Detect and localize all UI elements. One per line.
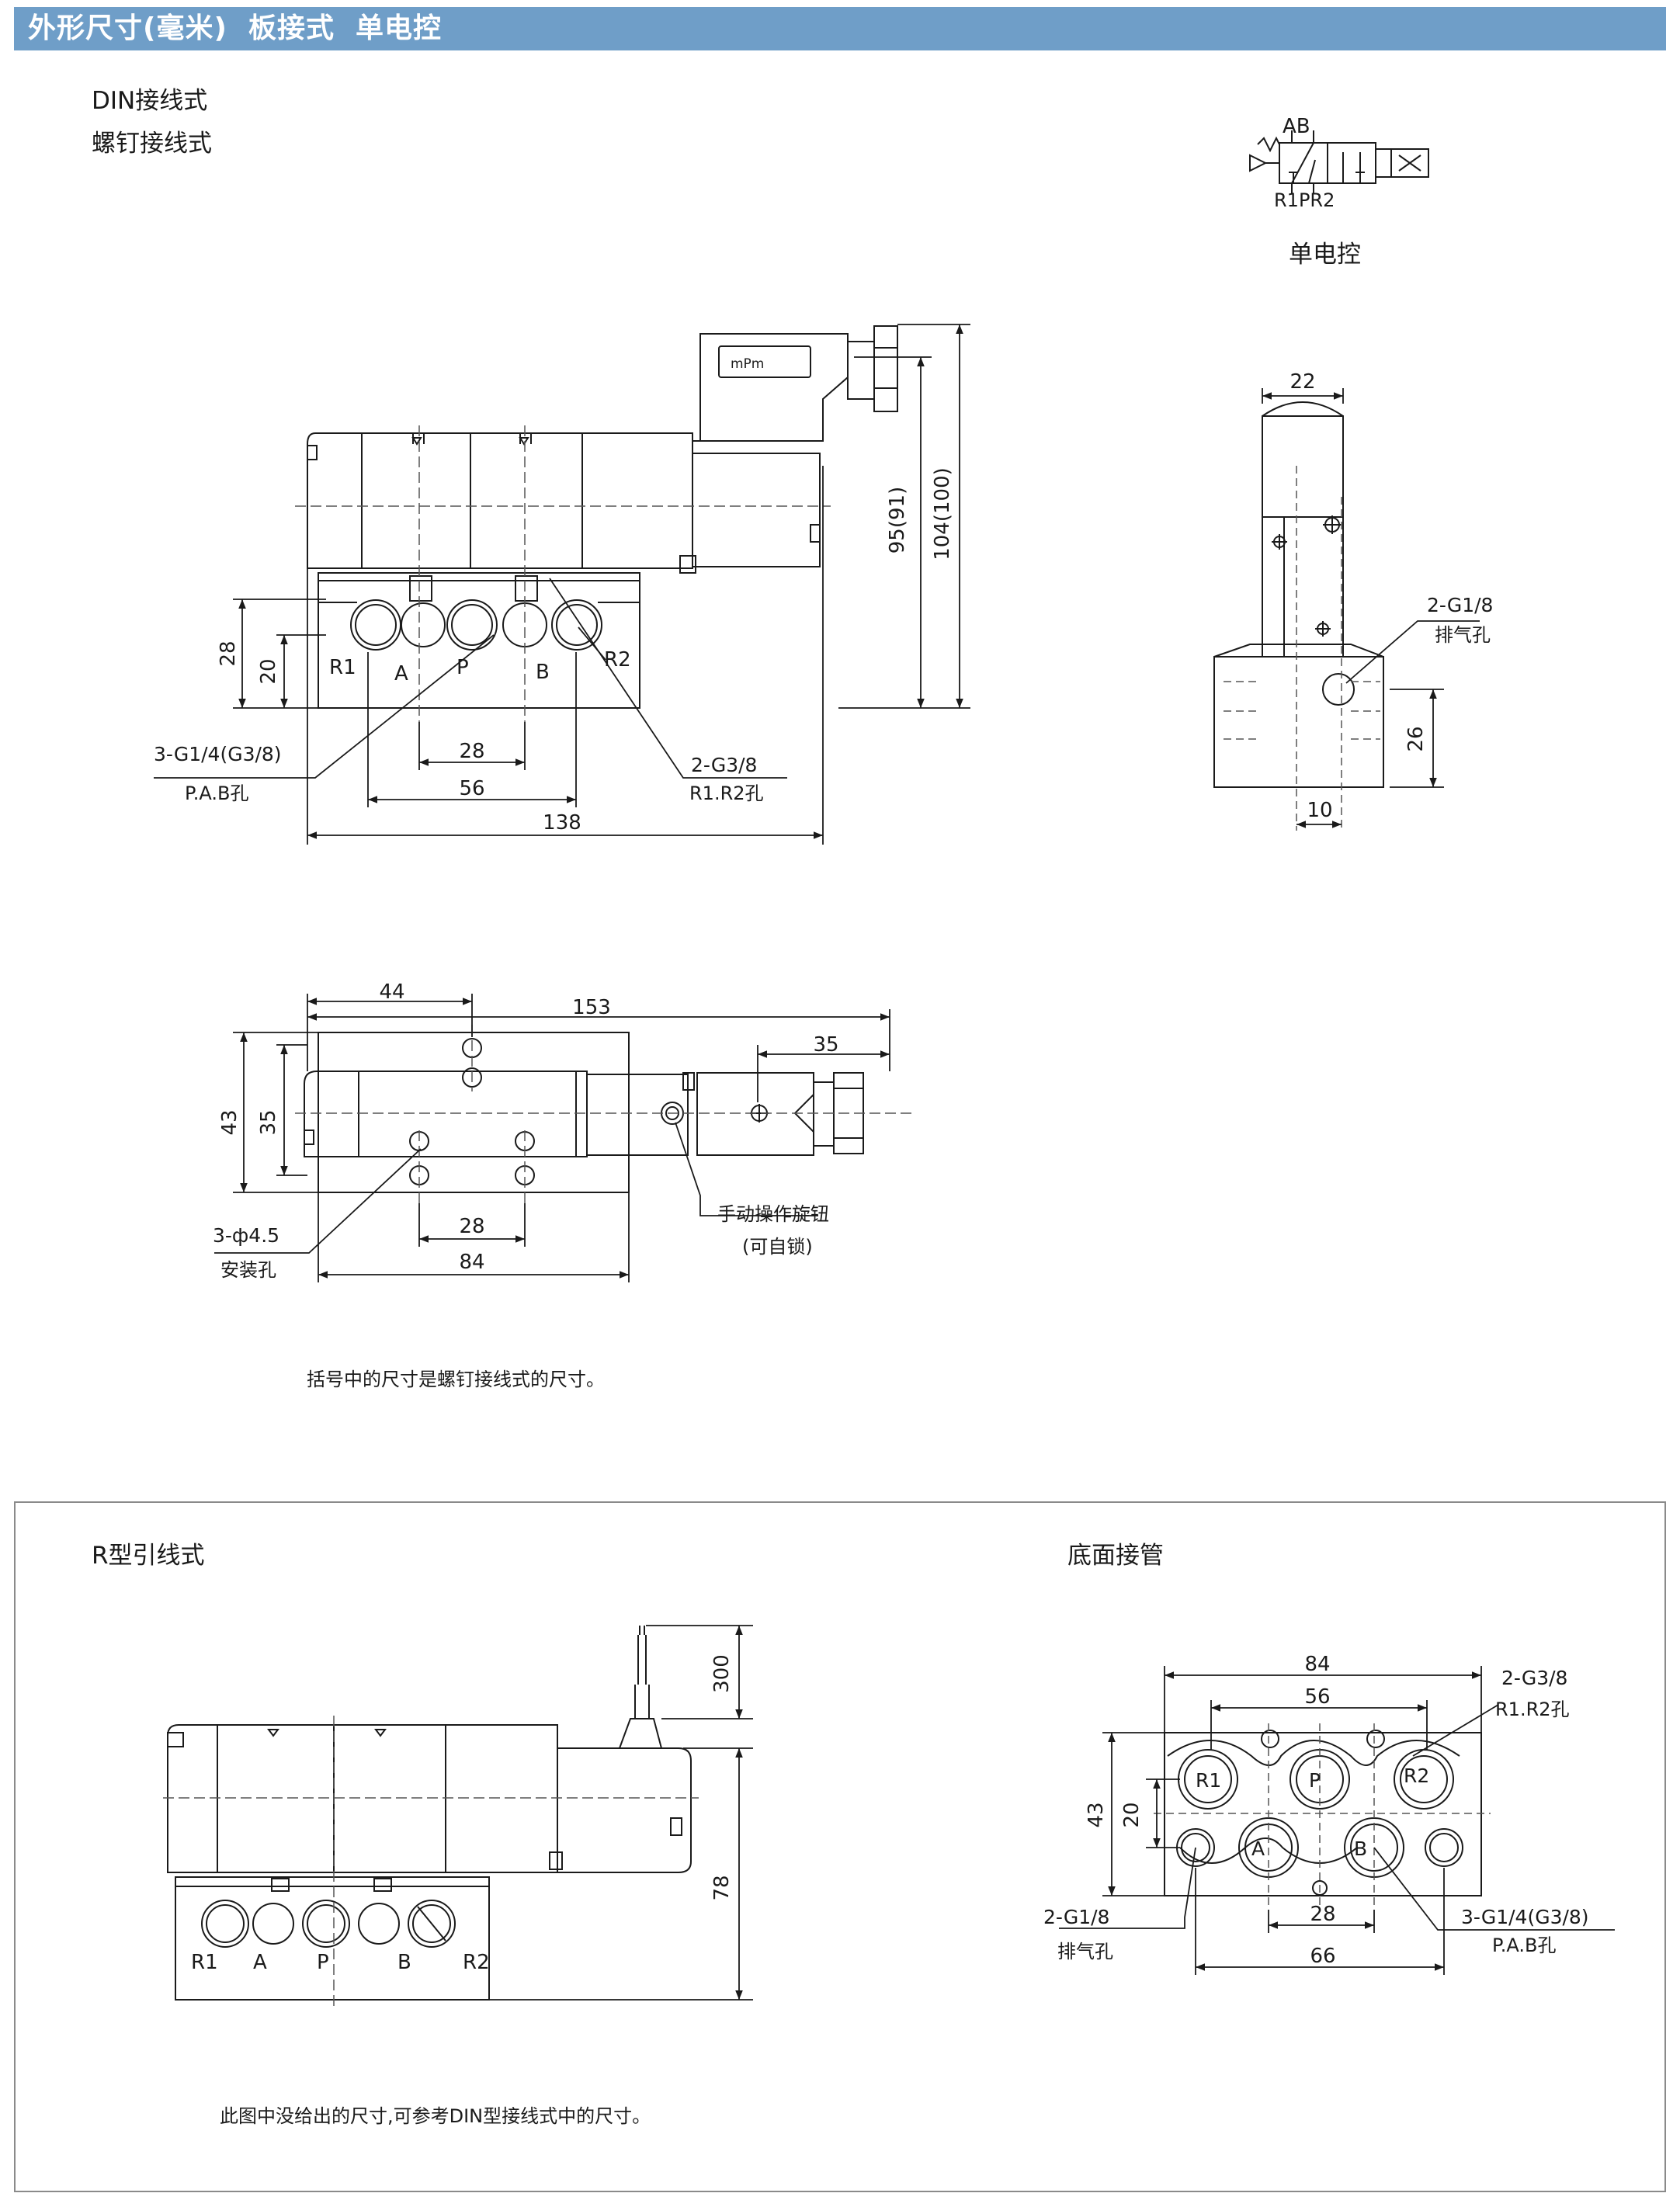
top-centerlines — [295, 1025, 916, 1203]
lower-panel — [14, 1501, 1666, 2192]
bottom-callout-r-1: 2-G3/8 — [1501, 1667, 1567, 1689]
top-callout-knob-2: (可自锁) — [742, 1236, 813, 1258]
coil-brand: mPm — [731, 356, 764, 372]
front-port-r1: R1 — [329, 656, 356, 679]
front-dim-20v: 20 — [257, 658, 280, 684]
bottom-port-r1: R1 — [1196, 1769, 1221, 1792]
bottom-port-b: B — [1354, 1837, 1367, 1860]
front-dimensions — [154, 324, 970, 845]
top-dimensions — [214, 994, 890, 1282]
side-dim-10: 10 — [1307, 799, 1332, 822]
side-centerlines — [1224, 466, 1380, 831]
side-view — [1213, 401, 1384, 788]
side-dim-22: 22 — [1290, 370, 1315, 394]
bottom-dim-56: 56 — [1304, 1685, 1330, 1709]
rlead-note: 此图中没给出的尺寸,可参考DIN型接线式中的尺寸。 — [220, 2105, 651, 2127]
top-dim-28: 28 — [459, 1215, 484, 1238]
side-callout-2: 排气孔 — [1435, 624, 1491, 646]
rlead-port-r1: R1 — [191, 1951, 218, 1974]
front-callout-r-1: 2-G3/8 — [691, 754, 757, 776]
bottom-port-p: P — [1309, 1769, 1321, 1792]
front-port-r2: R2 — [604, 648, 631, 671]
symbol-ports-bottom: R1PR2 — [1274, 189, 1335, 211]
bottom-dim-43: 43 — [1085, 1802, 1108, 1827]
front-dim-138h: 138 — [543, 811, 581, 835]
rlead-dim-78: 78 — [710, 1875, 734, 1900]
rlead-port-a: A — [253, 1951, 267, 1974]
bracket-note: 括号中的尺寸是螺钉接线式的尺寸。 — [307, 1369, 605, 1390]
bottom-dim-28: 28 — [1310, 1903, 1335, 1926]
front-callout-pab-2: P.A.B孔 — [185, 783, 248, 804]
front-dim-95: 95(91) — [886, 487, 909, 553]
bottom-callout-exh-1: 2-G1/8 — [1043, 1906, 1109, 1928]
side-callout-1: 2-G1/8 — [1427, 594, 1493, 616]
bottom-label: 底面接管 — [1067, 1542, 1164, 1570]
page-title: 外形尺寸(毫米) 板接式 单电控 — [28, 12, 443, 44]
top-callout-holes-2: 安装孔 — [220, 1259, 276, 1281]
bottom-dimensions — [1059, 1666, 1615, 1975]
header-banner: 外形尺寸(毫米) 板接式 单电控 — [14, 7, 1666, 50]
side-dim-26: 26 — [1404, 726, 1428, 751]
top-view — [304, 1032, 864, 1193]
symbol-ports-top: AB — [1283, 115, 1310, 138]
top-dim-35v: 35 — [257, 1109, 280, 1135]
screw-label: 螺钉接线式 — [92, 130, 212, 158]
din-label: DIN接线式 — [92, 87, 208, 115]
top-dim-84: 84 — [459, 1251, 484, 1274]
front-dim-56h: 56 — [459, 777, 484, 800]
rlead-view — [167, 1626, 692, 2001]
side-dimensions — [1262, 388, 1480, 828]
bottom-centerlines — [1154, 1723, 1491, 1910]
bottom-dim-84: 84 — [1304, 1653, 1330, 1676]
front-dim-104: 104(100) — [931, 467, 954, 560]
rlead-centerlines — [163, 1716, 699, 2011]
bottom-port-r2: R2 — [1404, 1765, 1429, 1787]
rlead-port-b: B — [397, 1951, 411, 1974]
top-dim-43: 43 — [218, 1109, 241, 1135]
bottom-callout-pab-2: P.A.B孔 — [1492, 1935, 1556, 1956]
front-port-b: B — [536, 661, 550, 684]
top-dim-35h: 35 — [813, 1033, 838, 1057]
bottom-dim-66: 66 — [1310, 1945, 1335, 1968]
top-callout-holes-1: 3-ф4.5 — [213, 1224, 279, 1247]
front-port-a: A — [394, 662, 408, 685]
bottom-callout-pab-1: 3-G1/4(G3/8) — [1461, 1906, 1589, 1928]
bottom-dim-20: 20 — [1120, 1802, 1144, 1827]
rlead-port-r2: R2 — [463, 1951, 490, 1974]
valve-symbol — [1249, 130, 1429, 194]
front-callout-r-2: R1.R2孔 — [689, 783, 764, 804]
rlead-label: R型引线式 — [92, 1542, 205, 1570]
top-callout-knob-1: 手动操作旋钮 — [717, 1203, 829, 1225]
bottom-port-a: A — [1251, 1837, 1265, 1860]
front-centerlines — [295, 425, 831, 722]
rlead-port-p: P — [317, 1951, 329, 1974]
top-dim-44: 44 — [379, 980, 404, 1004]
front-view — [307, 325, 898, 709]
front-callout-pab-1: 3-G1/4(G3/8) — [154, 743, 282, 765]
front-dim-28v: 28 — [217, 640, 240, 666]
front-dim-28h: 28 — [459, 740, 484, 763]
rlead-dim-300: 300 — [710, 1654, 734, 1693]
bottom-callout-r-2: R1.R2孔 — [1495, 1699, 1570, 1720]
rlead-dimensions — [489, 1625, 753, 2001]
symbol-caption: 单电控 — [1289, 241, 1361, 269]
top-dim-153: 153 — [572, 996, 611, 1019]
bottom-callout-exh-2: 排气孔 — [1057, 1941, 1113, 1962]
